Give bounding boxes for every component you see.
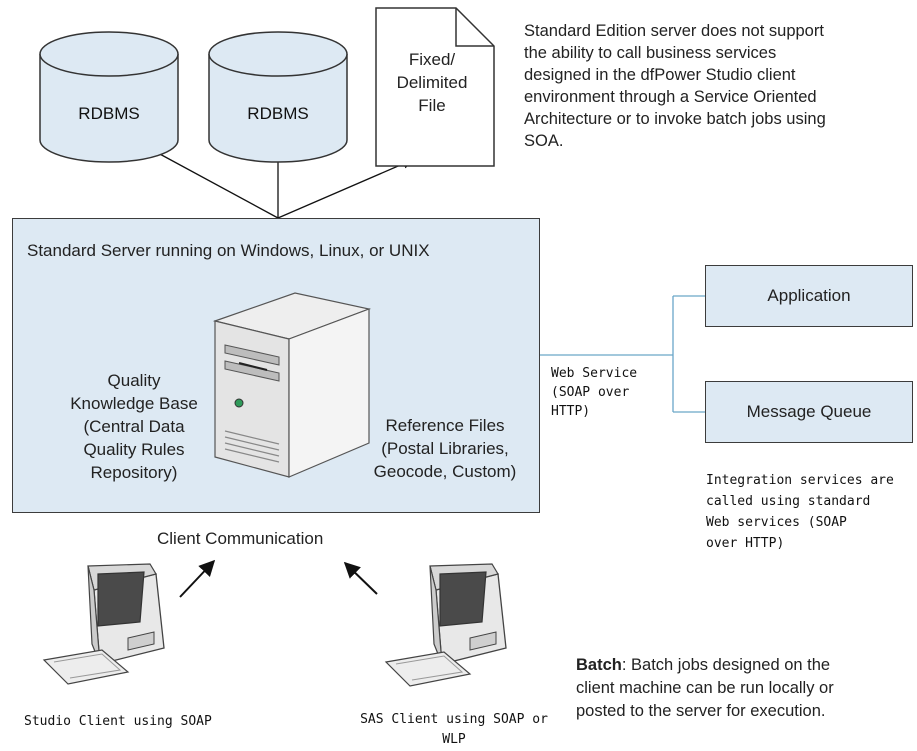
integration-note: Integration services are called using st… <box>706 473 894 551</box>
file-label: Fixed/ Delimited File <box>396 50 468 115</box>
rdbms-cylinder-1 <box>39 31 179 163</box>
batch-note: Batch: Batch jobs designed on the client… <box>576 656 834 720</box>
message-queue-box: Message Queue <box>705 381 913 443</box>
rdbms-cylinder-2 <box>208 31 348 163</box>
message-queue-label: Message Queue <box>746 402 872 421</box>
rdbms-2-label: RDBMS <box>247 104 309 123</box>
application-box: Application <box>705 265 913 327</box>
batch-heading: Batch <box>576 656 622 674</box>
server-tower-icon <box>212 292 372 478</box>
rdbms-1-label: RDBMS <box>78 104 140 123</box>
file-icon <box>375 7 495 167</box>
arrow-sas-client <box>343 561 378 595</box>
studio-client-computer-icon <box>42 563 165 685</box>
application-label: Application <box>767 286 851 305</box>
sas-client-label: SAS Client using SOAP or WLP <box>360 712 548 747</box>
sas-client-computer-icon <box>384 563 507 687</box>
web-service-label: Web Service (SOAP over HTTP) <box>551 366 638 419</box>
soa-note: Standard Edition server does not support… <box>524 22 826 150</box>
arrow-to-file <box>277 158 413 219</box>
studio-client-label: Studio Client using SOAP <box>24 714 212 729</box>
arrow-to-rdbms-1 <box>144 145 279 219</box>
quality-knowledge-base-label: Quality Knowledge Base (Central Data Qua… <box>70 371 198 482</box>
standard-server-box: Standard Server running on Windows, Linu… <box>12 218 540 513</box>
server-title: Standard Server running on Windows, Linu… <box>27 241 430 260</box>
client-communication-label: Client Communication <box>157 529 324 548</box>
arrow-studio-client <box>179 559 216 598</box>
reference-files-label: Reference Files (Postal Libraries, Geoco… <box>373 416 517 481</box>
